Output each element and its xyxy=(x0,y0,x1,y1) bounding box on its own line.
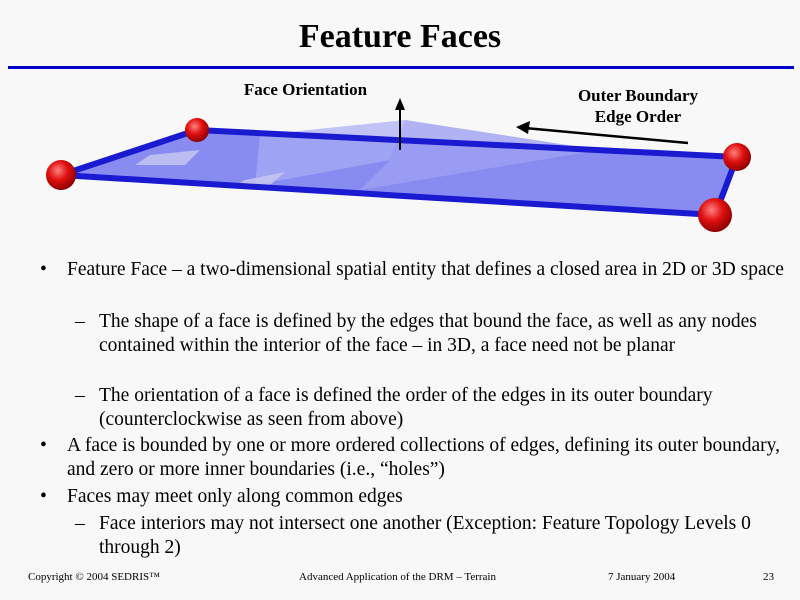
bullet-item: •Feature Face – a two-dimensional spatia… xyxy=(40,259,784,280)
bullet-text: Faces may meet only along common edges xyxy=(67,486,403,507)
node-icon xyxy=(185,118,209,142)
sub-bullet-item: –The orientation of a face is defined th… xyxy=(75,385,713,430)
node-icon xyxy=(46,160,76,190)
bullet-text: The orientation of a face is defined the… xyxy=(99,385,713,430)
bullet-item: •A face is bounded by one or more ordere… xyxy=(40,435,780,480)
face-patch xyxy=(135,150,200,165)
face-pyramid-right xyxy=(360,120,600,190)
outer-boundary-label: Outer Boundary Edge Order xyxy=(548,85,728,127)
bullet-text: The shape of a face is defined by the ed… xyxy=(99,311,757,356)
face-diagram xyxy=(46,98,751,232)
orientation-arrowhead xyxy=(395,98,405,110)
face-orientation-label: Face Orientation xyxy=(243,80,368,99)
sub-bullet-item: –Face interiors may not intersect one an… xyxy=(75,513,751,558)
node-icon xyxy=(723,143,751,171)
bullet-text: Face interiors may not intersect one ano… xyxy=(99,513,751,558)
edge-order-arrow xyxy=(524,126,689,145)
footer-date: 7 January 2004 xyxy=(608,571,676,583)
bullet-text: A face is bounded by one or more ordered… xyxy=(67,435,780,480)
sub-bullet-item: –The shape of a face is defined by the e… xyxy=(75,311,757,356)
title-divider xyxy=(8,66,794,69)
bullet-text: Feature Face – a two-dimensional spatial… xyxy=(67,259,784,280)
bullet-item: •Faces may meet only along common edges xyxy=(40,486,403,507)
footer-course: Advanced Application of the DRM – Terrai… xyxy=(299,571,496,583)
footer-page-number: 23 xyxy=(763,571,774,583)
footer-copyright: Copyright © 2004 SEDRIS™ xyxy=(28,571,160,583)
edge-order-arrowhead xyxy=(516,121,530,134)
outer-boundary-label-line2: Edge Order xyxy=(594,107,682,126)
node-icon xyxy=(698,198,732,232)
slide-title: Feature Faces xyxy=(298,18,502,55)
outer-boundary-label-line1: Outer Boundary xyxy=(577,86,699,105)
